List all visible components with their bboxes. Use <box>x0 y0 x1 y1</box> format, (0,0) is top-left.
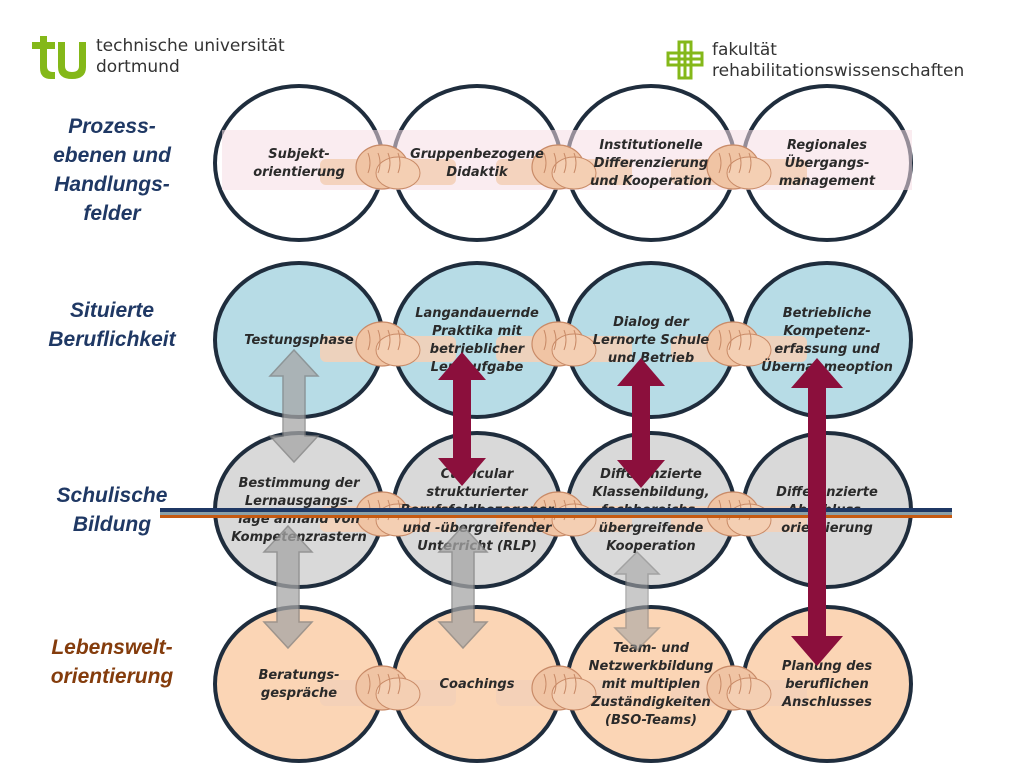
handshake-icon <box>496 665 632 711</box>
gray-arrow-unterricht-coachings <box>437 524 489 650</box>
faculty-name-line1: fakultät <box>712 40 777 60</box>
handshake-icon <box>671 144 807 190</box>
faculty-cross-icon <box>666 40 704 80</box>
gray-arrow-kompetenz-beratung <box>262 524 314 650</box>
handshake-icon <box>671 321 807 367</box>
handshake-icon <box>496 144 632 190</box>
handshake-icon <box>320 144 456 190</box>
row-label-schulische-bildung: Schulische Bildung <box>56 484 168 536</box>
divider-line-middle <box>160 512 952 515</box>
circle-text-r4-c1: Beratungs-gespräche <box>258 668 339 701</box>
handshake-icon <box>320 665 456 711</box>
tu-dortmund-logo: technische universität dortmund <box>28 36 285 80</box>
divider-line-top <box>160 508 952 512</box>
divider-line-bottom <box>160 515 952 518</box>
red-arrow-dialog-klassenbildung <box>617 358 665 488</box>
circle-text-r1-c1: Subjekt-orientierung <box>253 147 345 180</box>
row-label-prozessebenen: Prozess- ebenen und Handlungs- felder <box>53 115 171 225</box>
gray-arrow-kooperation-team <box>613 550 661 652</box>
gray-arrow-testung-bestimmung <box>268 348 320 464</box>
tu-logo-icon <box>32 36 86 79</box>
circle-text-r2-c1: Testungsphase <box>244 333 354 348</box>
faculty-name-line2: rehabilitationswissenschaften <box>712 61 965 81</box>
row-label-lebensweltorientierung: Lebenswelt- orientierung <box>50 636 174 688</box>
university-name-line1: technische universität <box>96 36 285 56</box>
red-arrow-kompetenz-planung <box>791 358 843 666</box>
handshake-icon <box>496 321 632 367</box>
circle-text-r4-c2: Coachings <box>440 677 515 692</box>
university-name-line2: dortmund <box>96 57 180 77</box>
handshake-icon <box>671 665 807 711</box>
handshake-icon <box>320 321 456 367</box>
row-label-situierte-beruflichkeit: Situierte Beruflichkeit <box>48 299 176 351</box>
faculty-logo: fakultät rehabilitationswissenschaften <box>666 40 964 82</box>
red-arrow-praktika-unterricht <box>438 352 486 486</box>
